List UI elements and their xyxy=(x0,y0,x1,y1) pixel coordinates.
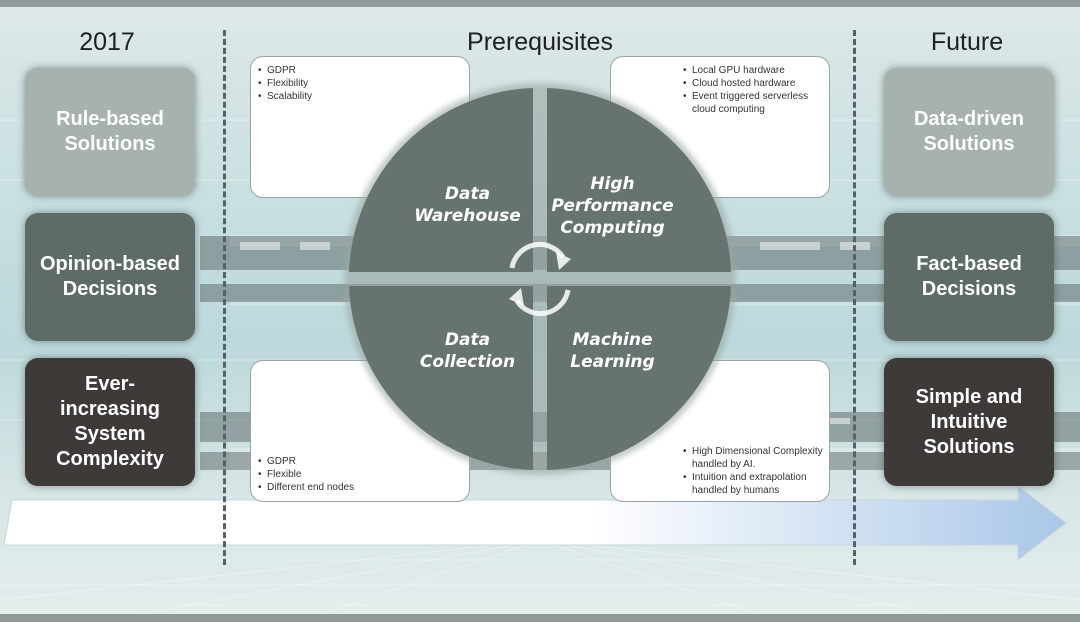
label-line: Performance xyxy=(551,196,674,216)
card-item: Flexible xyxy=(258,468,458,481)
card-item: Event triggered serverless cloud computi… xyxy=(683,90,823,116)
label-line: Machine xyxy=(572,330,653,350)
card-item: Scalability xyxy=(258,90,458,103)
box-fact-based-decisions: Fact-based Decisions xyxy=(884,213,1054,341)
divider-right xyxy=(853,30,856,565)
card-item: Local GPU hardware xyxy=(683,64,823,77)
quadrant-data-collection xyxy=(349,286,533,470)
card-item: Intuition and extrapolation handled by h… xyxy=(683,471,823,497)
label-line: Collection xyxy=(419,352,516,372)
divider-left xyxy=(223,30,226,565)
label-line: Learning xyxy=(570,352,655,372)
label-data-warehouse: Data Warehouse xyxy=(400,183,535,227)
card-item: High Dimensional Complexity handled by A… xyxy=(683,445,823,471)
top-border xyxy=(0,0,1080,7)
box-rule-based-solutions: Rule-based Solutions xyxy=(25,68,195,196)
header-2017: 2017 xyxy=(79,28,135,56)
box-opinion-based-decisions: Opinion-based Decisions xyxy=(25,213,195,341)
header-prerequisites: Prerequisites xyxy=(467,28,613,56)
box-simple-intuitive-solutions: Simple and Intuitive Solutions xyxy=(884,358,1054,486)
card-item: Different end nodes xyxy=(258,481,458,494)
card-item: Cloud hosted hardware xyxy=(683,77,823,90)
card-item: Flexibility xyxy=(258,77,458,90)
quadrant-data-warehouse xyxy=(349,88,533,272)
label-line: High xyxy=(590,174,635,194)
header-future: Future xyxy=(930,28,1004,56)
bottom-border xyxy=(0,614,1080,622)
box-data-driven-solutions: Data-driven Solutions xyxy=(884,68,1054,196)
label-machine-learning: Machine Learning xyxy=(545,329,680,373)
box-ever-increasing-complexity: Ever-increasing System Complexity xyxy=(25,358,195,486)
label-high-performance-computing: High Performance Computing xyxy=(545,173,680,239)
label-data-collection: Data Collection xyxy=(400,329,535,373)
label-line: Data xyxy=(444,330,491,350)
label-line: Warehouse xyxy=(414,206,521,226)
card-item: GDPR xyxy=(258,455,458,468)
label-line: Computing xyxy=(560,218,665,238)
quadrant-machine-learning xyxy=(547,286,731,470)
card-item: GDPR xyxy=(258,64,458,77)
quadrant-high-performance-computing xyxy=(547,88,731,272)
label-line: Data xyxy=(444,184,491,204)
